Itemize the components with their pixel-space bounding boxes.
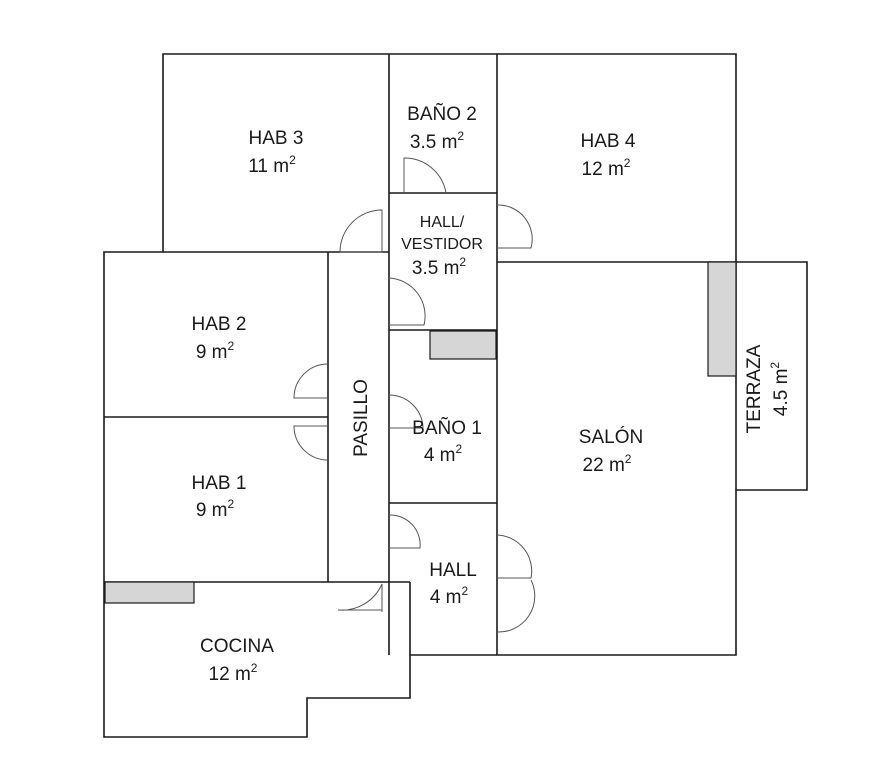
svg-text:HAB 2: HAB 2 <box>192 314 247 335</box>
svg-text:3.5 m2: 3.5 m2 <box>410 129 465 153</box>
svg-text:BAÑO 1: BAÑO 1 <box>412 417 482 439</box>
room-label-hall: HALL 4 m2 <box>429 560 477 608</box>
exterior-wall <box>103 53 808 738</box>
room-label-terraza: TERRAZA 4.5 m2 <box>744 344 792 433</box>
svg-text:TERRAZA: TERRAZA <box>744 344 765 433</box>
room-label-bano2: BAÑO 2 3.5 m2 <box>407 103 477 153</box>
svg-text:PASILLO: PASILLO <box>351 379 372 457</box>
room-label-bano1: BAÑO 1 4 m2 <box>412 417 482 466</box>
svg-text:9 m2: 9 m2 <box>196 339 235 363</box>
svg-text:12 m2: 12 m2 <box>209 661 258 685</box>
closet-block-terraza <box>707 261 737 377</box>
svg-text:22 m2: 22 m2 <box>583 452 632 476</box>
room-label-hab4: HAB 4 12 m2 <box>581 131 636 180</box>
svg-text:HAB 4: HAB 4 <box>581 131 636 152</box>
svg-text:HALL/: HALL/ <box>420 214 465 231</box>
door-swings <box>293 157 536 633</box>
svg-text:4 m2: 4 m2 <box>424 442 463 466</box>
svg-text:11 m2: 11 m2 <box>248 153 296 177</box>
svg-text:4 m2: 4 m2 <box>430 584 469 608</box>
svg-text:HALL: HALL <box>429 560 477 581</box>
svg-text:9 m2: 9 m2 <box>196 497 235 521</box>
svg-text:HAB 1: HAB 1 <box>192 473 247 494</box>
room-label-hab3: HAB 3 11 m2 <box>248 128 303 177</box>
room-label-cocina: COCINA 12 m2 <box>200 636 274 685</box>
svg-text:BAÑO 2: BAÑO 2 <box>407 103 477 125</box>
room-label-hab1: HAB 1 9 m2 <box>192 473 247 521</box>
svg-text:12 m2: 12 m2 <box>582 156 631 180</box>
svg-text:HAB 3: HAB 3 <box>249 128 304 149</box>
svg-text:VESTIDOR: VESTIDOR <box>401 236 483 253</box>
svg-text:4.5 m2: 4.5 m2 <box>768 362 792 417</box>
room-label-pasillo: PASILLO <box>351 379 372 457</box>
svg-text:3.5 m2: 3.5 m2 <box>412 255 467 279</box>
svg-text:COCINA: COCINA <box>200 636 274 657</box>
svg-text:SALÓN: SALÓN <box>579 426 643 448</box>
counter-block-cocina <box>104 581 195 604</box>
room-label-hall-vestidor: HALL/ VESTIDOR 3.5 m2 <box>401 214 483 279</box>
closet-block-hall-vestidor <box>429 330 497 360</box>
room-label-hab2: HAB 2 9 m2 <box>192 314 247 363</box>
room-label-salon: SALÓN 22 m2 <box>579 426 643 476</box>
